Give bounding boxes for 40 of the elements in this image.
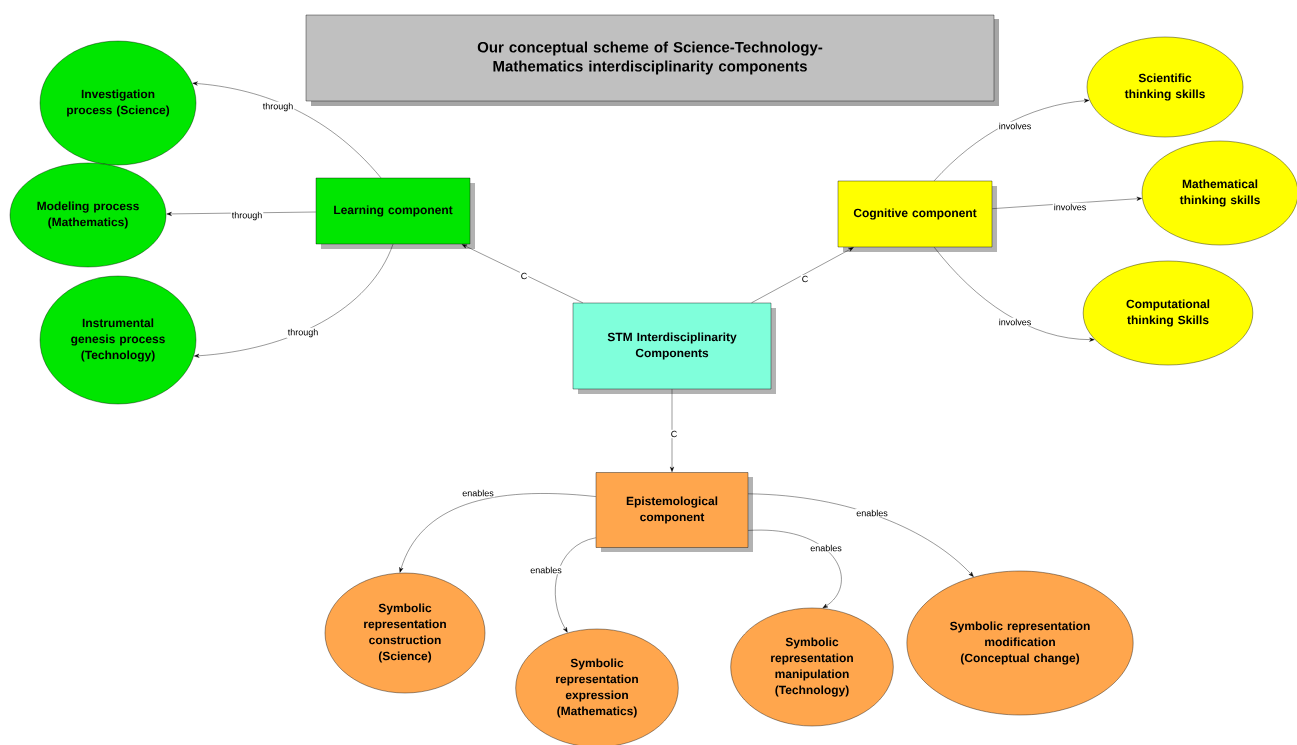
ellipse-node: Mathematical thinking skills — [1141, 140, 1297, 246]
edge-label: enables — [855, 508, 889, 518]
edge-label: C — [519, 271, 529, 281]
edge-label: C — [800, 274, 810, 284]
arrow — [748, 530, 842, 609]
arrow — [933, 247, 1095, 342]
ellipse-node: Modeling process (Mathematics) — [9, 162, 167, 268]
process-box: Learning component — [315, 177, 471, 245]
edge-label: through — [286, 327, 320, 339]
ellipse-node: Symbolic representation modification (Conceptual change) — [906, 570, 1134, 716]
arrow — [992, 196, 1142, 209]
arrow — [933, 98, 1090, 181]
ellipse-node: Symbolic representation expression (Mathematics) — [515, 628, 679, 745]
edge-label: through — [230, 210, 264, 222]
edge-label: involves — [997, 317, 1033, 327]
ellipse-node: Instrumental genesis process (Technology) — [39, 275, 197, 405]
arrow — [461, 244, 583, 303]
edge-label: involves — [997, 121, 1033, 131]
edge-label: through — [261, 101, 295, 113]
process-box: STM Interdisciplinarity Components — [572, 302, 772, 390]
arrow — [670, 389, 674, 472]
ellipse-node: Investigation process (Science) — [39, 40, 197, 166]
arrow — [399, 493, 596, 573]
arrow — [555, 537, 596, 633]
arrow — [748, 493, 974, 577]
edge-label: enables — [809, 543, 843, 553]
edge-label: involves — [1052, 202, 1088, 212]
ellipse-node: Scientific thinking skills — [1086, 36, 1244, 138]
arrow — [194, 244, 394, 358]
ellipse-node: Symbolic representation construction (Science) — [324, 572, 486, 694]
arrow — [751, 247, 854, 303]
arrow — [192, 81, 382, 178]
title-box: Our conceptual scheme of Science-Technology-Mathematics interdisciplinarity components — [305, 14, 995, 102]
edge-label: enables — [461, 488, 495, 498]
process-box: Cognitive component — [837, 180, 993, 248]
edge-label: C — [669, 429, 679, 439]
process-box: Epistemological component — [595, 472, 749, 548]
edge-label: enables — [529, 565, 563, 575]
ellipse-node: Computational thinking Skills — [1082, 260, 1254, 366]
ellipse-node: Symbolic representation manipulation (Technology) — [730, 607, 894, 727]
